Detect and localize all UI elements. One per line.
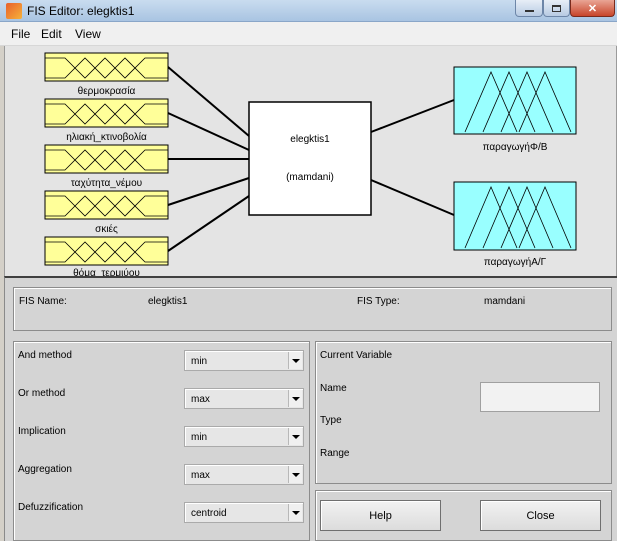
close-button[interactable]: Close [480, 500, 601, 531]
output-connectors [370, 99, 455, 216]
input-block-3[interactable] [44, 144, 169, 174]
menu-view[interactable]: View [75, 27, 101, 41]
input-connectors [167, 66, 250, 252]
defuzzification-select[interactable]: centroid [184, 502, 304, 523]
fis-diagram: θερμοκρασία ηλιακή_κτινοβολία ταχύτητα_ν… [4, 46, 617, 276]
implication-select[interactable]: min [184, 426, 304, 447]
current-variable-title: Current Variable [320, 350, 393, 361]
current-variable-panel: Current Variable Name Type Range [315, 341, 612, 484]
matlab-app-icon [6, 3, 22, 19]
or-method-select[interactable]: max [184, 388, 304, 409]
fis-diagram-canvas [44, 52, 577, 266]
input-block-2[interactable] [44, 98, 169, 128]
minimize-button[interactable] [515, 0, 543, 17]
chevron-down-icon [288, 428, 302, 445]
menu-edit[interactable]: Edit [41, 27, 62, 41]
menu-bar: File Edit View [0, 22, 617, 46]
variable-name-label: Name [320, 383, 347, 394]
window-title: FIS Editor: elegktis1 [27, 4, 135, 18]
fis-info-panel: FIS Name: elegktis1 FIS Type: mamdani [13, 287, 612, 331]
and-method-label: And method [18, 350, 72, 361]
fis-type-label: FIS Type: [357, 296, 400, 307]
system-name: elegktis1 [290, 134, 330, 145]
minimize-icon [524, 9, 534, 12]
fis-name-value: elegktis1 [148, 296, 188, 307]
aggregation-select[interactable]: max [184, 464, 304, 485]
window-titlebar[interactable]: FIS Editor: elegktis1 ✕ [0, 0, 617, 22]
maximize-button[interactable] [543, 0, 570, 17]
system-block[interactable] [248, 101, 372, 216]
chevron-down-icon [288, 466, 302, 483]
menu-file[interactable]: File [11, 27, 31, 41]
chevron-down-icon [288, 390, 302, 407]
variable-name-field[interactable] [480, 382, 600, 412]
variable-range-label: Range [320, 448, 350, 459]
chevron-down-icon [288, 504, 302, 521]
system-type: (mamdani) [286, 172, 334, 183]
help-button[interactable]: Help [320, 500, 441, 531]
output-label-2: παραγωγήΑ/Γ [483, 257, 547, 268]
and-method-select[interactable]: min [184, 350, 304, 371]
output-label-1: παραγωγήΦ/Β [482, 142, 548, 153]
input-block-5[interactable] [44, 236, 169, 266]
aggregation-label: Aggregation [18, 464, 72, 475]
input-label-5: θόμα_τερμιύου [73, 268, 140, 276]
output-block-1[interactable] [453, 66, 577, 135]
input-label-3: ταχύτητα_νέμου [70, 178, 143, 189]
input-label-2: ηλιακή_κτινοβολία [66, 132, 147, 143]
input-label-1: θερμοκρασία [77, 86, 136, 97]
input-label-4: σκιές [95, 224, 118, 235]
implication-label: Implication [18, 426, 66, 437]
input-block-1[interactable] [44, 52, 169, 82]
defuzzification-value: centroid [191, 508, 227, 519]
implication-value: min [191, 432, 208, 443]
chevron-down-icon [288, 352, 302, 369]
or-method-value: max [191, 394, 210, 405]
fis-type-value: mamdani [484, 296, 526, 307]
close-window-button[interactable]: ✕ [570, 0, 615, 17]
defuzzification-label: Defuzzification [18, 502, 84, 513]
input-block-4[interactable] [44, 190, 169, 220]
or-method-label: Or method [18, 388, 66, 399]
methods-panel: And method min Or method max Implication… [13, 341, 310, 541]
buttons-panel: Help Close [315, 490, 612, 541]
maximize-icon [552, 4, 561, 12]
fis-name-label: FIS Name: [19, 296, 67, 307]
properties-area: FIS Name: elegktis1 FIS Type: mamdani An… [4, 276, 617, 541]
variable-type-label: Type [320, 415, 342, 426]
aggregation-value: max [191, 470, 210, 481]
and-method-value: min [191, 356, 208, 367]
output-block-2[interactable] [453, 181, 577, 251]
close-icon: ✕ [587, 2, 598, 15]
